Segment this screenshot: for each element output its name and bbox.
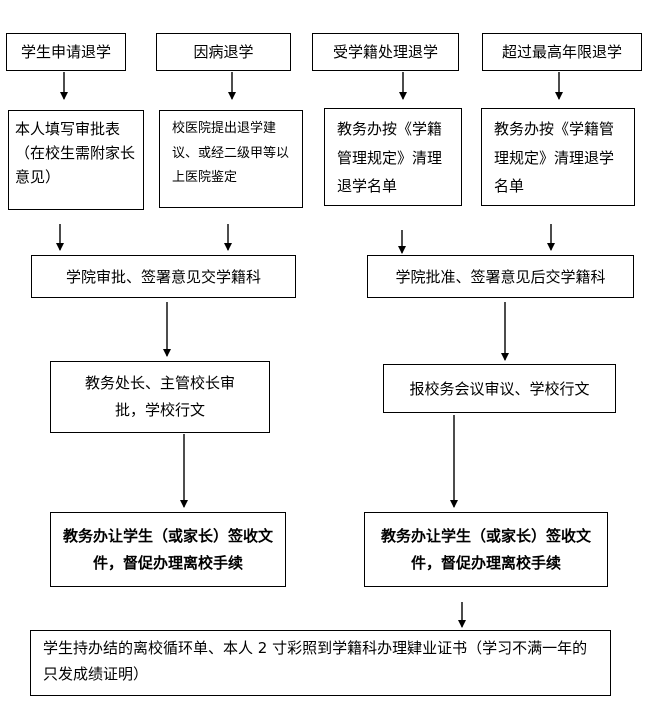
node-college-approval-right: 学院批准、签署意见后交学籍科 [367, 255, 634, 298]
node-start-status-handling: 受学籍处理退学 [312, 33, 459, 71]
node-start-illness: 因病退学 [156, 33, 291, 71]
node-clear-list-status: 教务办按《学籍管理规定》清理退学名单 [324, 108, 462, 206]
node-certificate-processing: 学生持办结的离校循环单、本人 2 寸彩照到学籍科办理肄业证书（学习不满一年的只发… [30, 630, 611, 696]
node-dean-approval-text: 教务处长、主管校长审批，学校行文 [84, 374, 235, 419]
node-college-approval-right-text: 学院批准、签署意见后交学籍科 [395, 267, 606, 286]
node-start-status-handling-text: 受学籍处理退学 [332, 43, 438, 61]
node-clear-list-status-text: 教务办按《学籍管理规定》清理退学名单 [337, 120, 443, 195]
node-council-review-text: 报校务会议审议、学校行文 [409, 379, 590, 398]
node-start-exceeded-years: 超过最高年限退学 [482, 33, 642, 71]
node-start-exceeded-years-text: 超过最高年限退学 [501, 43, 622, 61]
node-council-review: 报校务会议审议、学校行文 [383, 364, 616, 413]
node-fill-approval-form: 本人填写审批表（在校生需附家长意见） [8, 110, 144, 210]
node-certificate-processing-text: 学生持办结的离校循环单、本人 2 寸彩照到学籍科办理肄业证书（学习不满一年的只发… [43, 639, 588, 684]
node-sign-documents-right: 教务办让学生（或家长）签收文件，督促办理离校手续 [364, 512, 608, 587]
node-hospital-recommendation: 校医院提出退学建议、或经二级甲等以上医院鉴定 [159, 110, 303, 208]
node-sign-documents-left: 教务办让学生（或家长）签收文件，督促办理离校手续 [50, 512, 286, 587]
node-dean-approval: 教务处长、主管校长审批，学校行文 [50, 361, 270, 433]
node-start-student-application: 学生申请退学 [6, 33, 126, 71]
node-hospital-recommendation-text: 校医院提出退学建议、或经二级甲等以上医院鉴定 [172, 121, 290, 186]
node-start-student-application-text: 学生申请退学 [20, 43, 111, 61]
node-sign-documents-left-text: 教务办让学生（或家长）签收文件，督促办理离校手续 [63, 527, 274, 572]
node-sign-documents-right-text: 教务办让学生（或家长）签收文件，督促办理离校手续 [380, 527, 591, 572]
node-clear-list-years-text: 教务办按《学籍管理规定》清理退学名单 [494, 120, 615, 195]
node-fill-approval-form-text: 本人填写审批表（在校生需附家长意见） [15, 120, 136, 186]
node-college-approval-left: 学院审批、签署意见交学籍科 [31, 255, 296, 298]
node-college-approval-left-text: 学院审批、签署意见交学籍科 [65, 267, 261, 286]
node-clear-list-years: 教务办按《学籍管理规定》清理退学名单 [481, 108, 635, 206]
node-start-illness-text: 因病退学 [193, 43, 254, 61]
